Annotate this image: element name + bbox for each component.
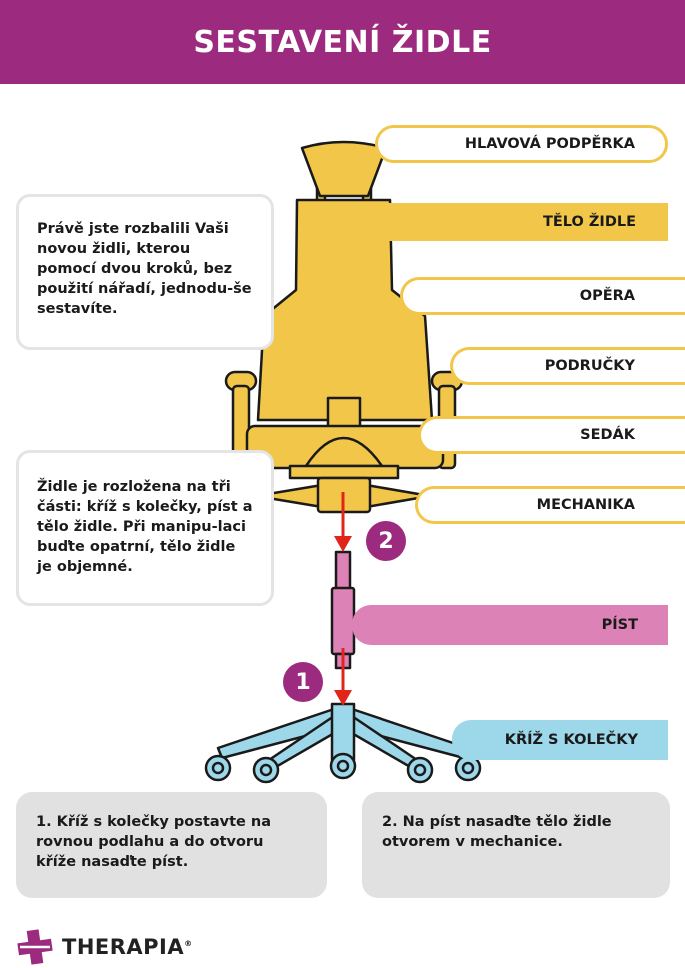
info-box: Židle je rozložena na tři části: kříž s … — [16, 450, 274, 606]
therapia-cross-icon — [17, 929, 53, 965]
chair-headrest — [300, 140, 388, 210]
assembly-arrows — [334, 492, 352, 706]
header-banner: SESTAVENÍ ŽIDLE — [0, 0, 685, 84]
label-chair-body: TĚLO ŽIDLE — [362, 203, 668, 241]
label-base: KŘÍŽ S KOLEČKY — [452, 720, 668, 760]
intro-text: Právě jste rozbalili Vaši novou židli, k… — [37, 221, 252, 317]
label-seat: SEDÁK — [418, 416, 685, 454]
chair-piston — [330, 550, 356, 670]
step-2-box: 2. Na píst nasaďte tělo židle otvorem v … — [362, 792, 670, 898]
step-1-box: 1. Kříž s kolečky postavte na rovnou pod… — [16, 792, 327, 898]
info-text: Židle je rozložena na tři části: kříž s … — [37, 479, 253, 575]
label-headrest: HLAVOVÁ PODPĚRKA — [375, 125, 668, 163]
label-backrest: OPĚRA — [400, 277, 685, 315]
step-marker-1: 1 — [283, 662, 323, 702]
step-2-text: 2. Na píst nasaďte tělo židle otvorem v … — [382, 814, 612, 850]
chair-seat — [245, 424, 445, 470]
label-piston: PÍST — [352, 605, 668, 645]
therapia-logo: THERAPIA® — [16, 928, 193, 966]
step-1-text: 1. Kříž s kolečky postavte na rovnou pod… — [36, 814, 271, 870]
label-mechanism: MECHANIKA — [415, 486, 685, 524]
page-title: SESTAVENÍ ŽIDLE — [193, 24, 492, 60]
intro-box: Právě jste rozbalili Vaši novou židli, k… — [16, 194, 274, 350]
step-marker-2: 2 — [366, 521, 406, 561]
label-armrests: PODRUČKY — [450, 347, 685, 385]
chair-base — [204, 702, 482, 784]
logo-text: THERAPIA® — [62, 935, 193, 959]
